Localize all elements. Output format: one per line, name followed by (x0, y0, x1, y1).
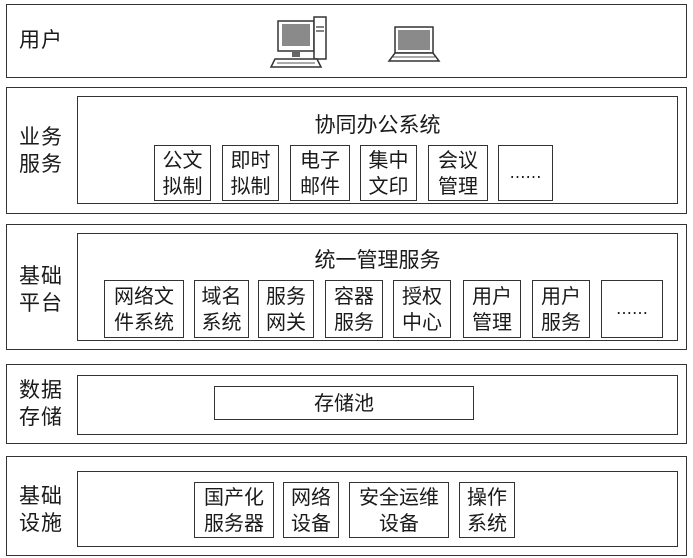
collab-office-panel: 协同办公系统 公文 拟制 即时 拟制 电子 邮件 集中 文印 会议 管理 …… (77, 96, 678, 204)
layer-business: 业务 服务 协同办公系统 公文 拟制 即时 拟制 电子 邮件 集中 文印 会议 … (6, 87, 687, 214)
layer-label-user: 用户 (19, 28, 63, 52)
laptop-icon (387, 26, 441, 62)
platform-item-user-service: 用户 服务 (532, 280, 590, 338)
panel-title-business: 协同办公系统 (314, 113, 441, 137)
business-item-central-print: 集中 文印 (360, 145, 417, 201)
layer-user: 用户 (6, 4, 687, 78)
platform-item-more: …… (601, 280, 663, 338)
layer-label-data: 数据 存储 (19, 378, 63, 429)
platform-item-gateway: 服务 网关 (258, 280, 314, 338)
platform-item-auth: 授权 中心 (393, 280, 451, 338)
layer-label-platform: 基础 平台 (19, 264, 63, 315)
infra-item-network-device: 网络 设备 (283, 482, 339, 538)
business-item-meeting-mgmt: 会议 管理 (428, 145, 488, 201)
layer-label-infra: 基础 设施 (19, 484, 63, 535)
business-item-more: …… (498, 145, 553, 201)
unified-mgmt-panel: 统一管理服务 网络文 件系统 域名 系统 服务 网关 容器 服务 授权 中心 用… (77, 233, 678, 341)
infra-panel: 国产化 服务器 网络 设备 安全运维 设备 操作 系统 (77, 471, 678, 547)
business-item-instant-drafting: 即时 拟制 (222, 145, 279, 201)
infra-item-os: 操作 系统 (459, 482, 515, 538)
storage-pool: 存储池 (214, 386, 474, 420)
platform-item-nfs: 网络文 件系统 (104, 280, 184, 338)
platform-item-user-mgmt: 用户 管理 (463, 280, 521, 338)
layer-infra: 基础 设施 国产化 服务器 网络 设备 安全运维 设备 操作 系统 (6, 456, 687, 556)
infra-item-domestic-server: 国产化 服务器 (194, 482, 274, 538)
platform-item-dns: 域名 系统 (194, 280, 249, 338)
platform-item-container: 容器 服务 (325, 280, 383, 338)
layer-data: 数据 存储 存储池 (6, 364, 687, 444)
infra-item-secops-device: 安全运维 设备 (349, 482, 449, 538)
business-item-email: 电子 邮件 (290, 145, 350, 201)
panel-title-platform: 统一管理服务 (314, 248, 441, 272)
desktop-computer-icon (269, 16, 327, 68)
storage-panel: 存储池 (77, 375, 678, 435)
layer-label-business: 业务 服务 (19, 125, 63, 176)
business-item-official-docs: 公文 拟制 (154, 145, 211, 201)
layer-platform: 基础 平台 统一管理服务 网络文 件系统 域名 系统 服务 网关 容器 服务 授… (6, 224, 687, 350)
